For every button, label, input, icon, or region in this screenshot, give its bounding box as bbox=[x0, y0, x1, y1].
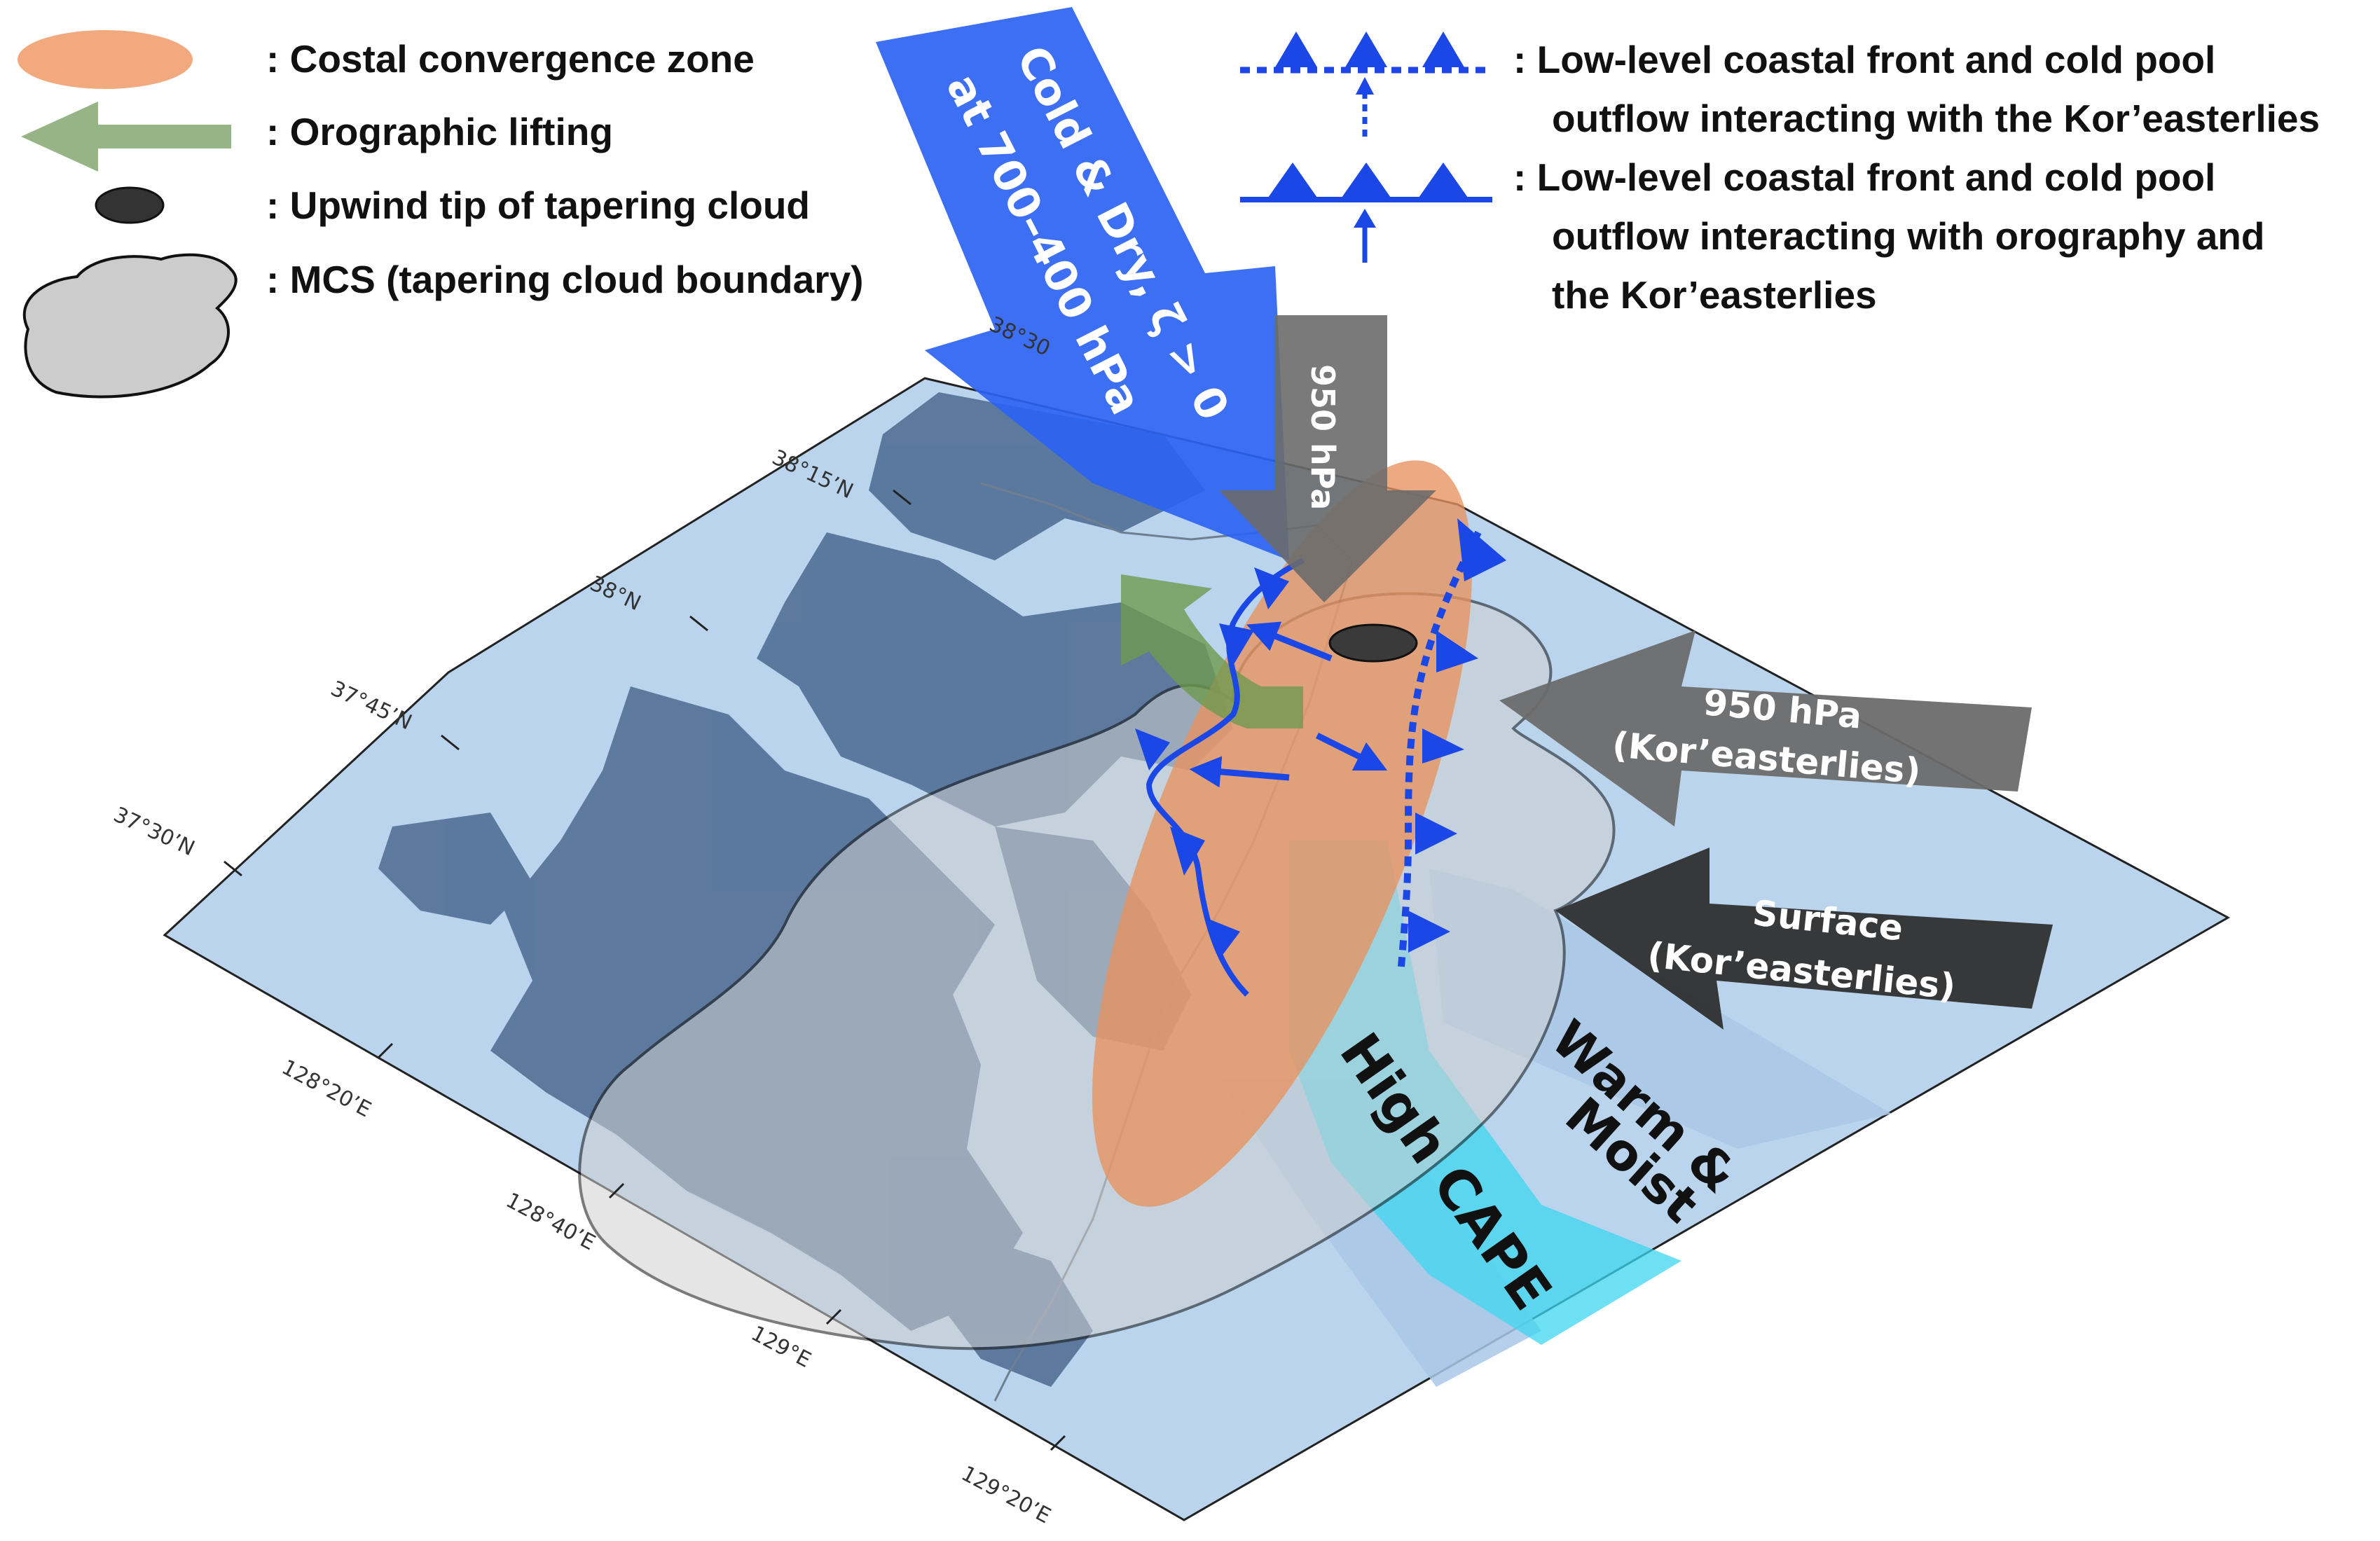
legend-left: : Costal convergence zone : Orographic l… bbox=[18, 30, 863, 399]
orographic-lifting-arrow bbox=[1121, 574, 1303, 728]
upwind-tip-marker bbox=[1328, 623, 1418, 663]
mid-950-label: 950 hPa bbox=[1304, 364, 1342, 510]
solid-front bbox=[1146, 558, 1305, 997]
lat-tick-37-45: 37°45’N bbox=[327, 677, 416, 735]
legend-right: : Low-level coastal front and cold pool … bbox=[1240, 32, 2320, 317]
legend-dotted-front-line1: : Low-level coastal front and cold pool bbox=[1513, 38, 2215, 81]
legend-label-convergence: : Costal convergence zone bbox=[266, 37, 755, 81]
legend-cloud-icon bbox=[22, 253, 238, 399]
legend-solid-front-line2: outflow interacting with orography and bbox=[1552, 214, 2264, 258]
legend-label-orographic: : Orographic lifting bbox=[266, 110, 613, 153]
easterly-950-arrow bbox=[1499, 630, 2032, 827]
tick-marks bbox=[223, 489, 1066, 1451]
legend-solid-front-line3: the Kor’easterlies bbox=[1552, 273, 1877, 317]
legend-green-arrow-icon bbox=[21, 102, 231, 172]
dotted-front bbox=[1398, 530, 1482, 967]
lon-tick-128-20: 128°20’E bbox=[277, 1055, 375, 1122]
legend-solid-up-arrowhead bbox=[1354, 209, 1376, 228]
legend-dotted-front-line2: outflow interacting with the Kor’easterl… bbox=[1552, 97, 2320, 140]
lat-tick-37-30: 37°30’N bbox=[110, 803, 199, 862]
lon-tick-129-20: 129°20’E bbox=[957, 1461, 1054, 1528]
solid-front-teeth bbox=[1135, 567, 1289, 960]
cold-dry-arrow bbox=[876, 7, 1289, 560]
legend-black-ellipse-icon bbox=[95, 186, 165, 224]
legend-label-mcs: : MCS (tapering cloud boundary) bbox=[266, 258, 863, 301]
dotted-front-teeth bbox=[1408, 518, 1506, 953]
legend-dotted-front-teeth bbox=[1275, 32, 1464, 67]
legend-orange-ellipse-icon bbox=[18, 30, 193, 89]
mid-950-arrow bbox=[1219, 315, 1436, 602]
legend-solid-front-teeth bbox=[1268, 163, 1468, 198]
legend-dotted-up-arrowhead bbox=[1356, 77, 1374, 95]
legend-solid-front-line1: : Low-level coastal front and cold pool bbox=[1513, 156, 2215, 199]
legend-label-upwind: : Upwind tip of tapering cloud bbox=[266, 184, 810, 227]
surface-arrow bbox=[1555, 848, 2053, 1030]
outflow-arrows bbox=[1189, 621, 1388, 788]
